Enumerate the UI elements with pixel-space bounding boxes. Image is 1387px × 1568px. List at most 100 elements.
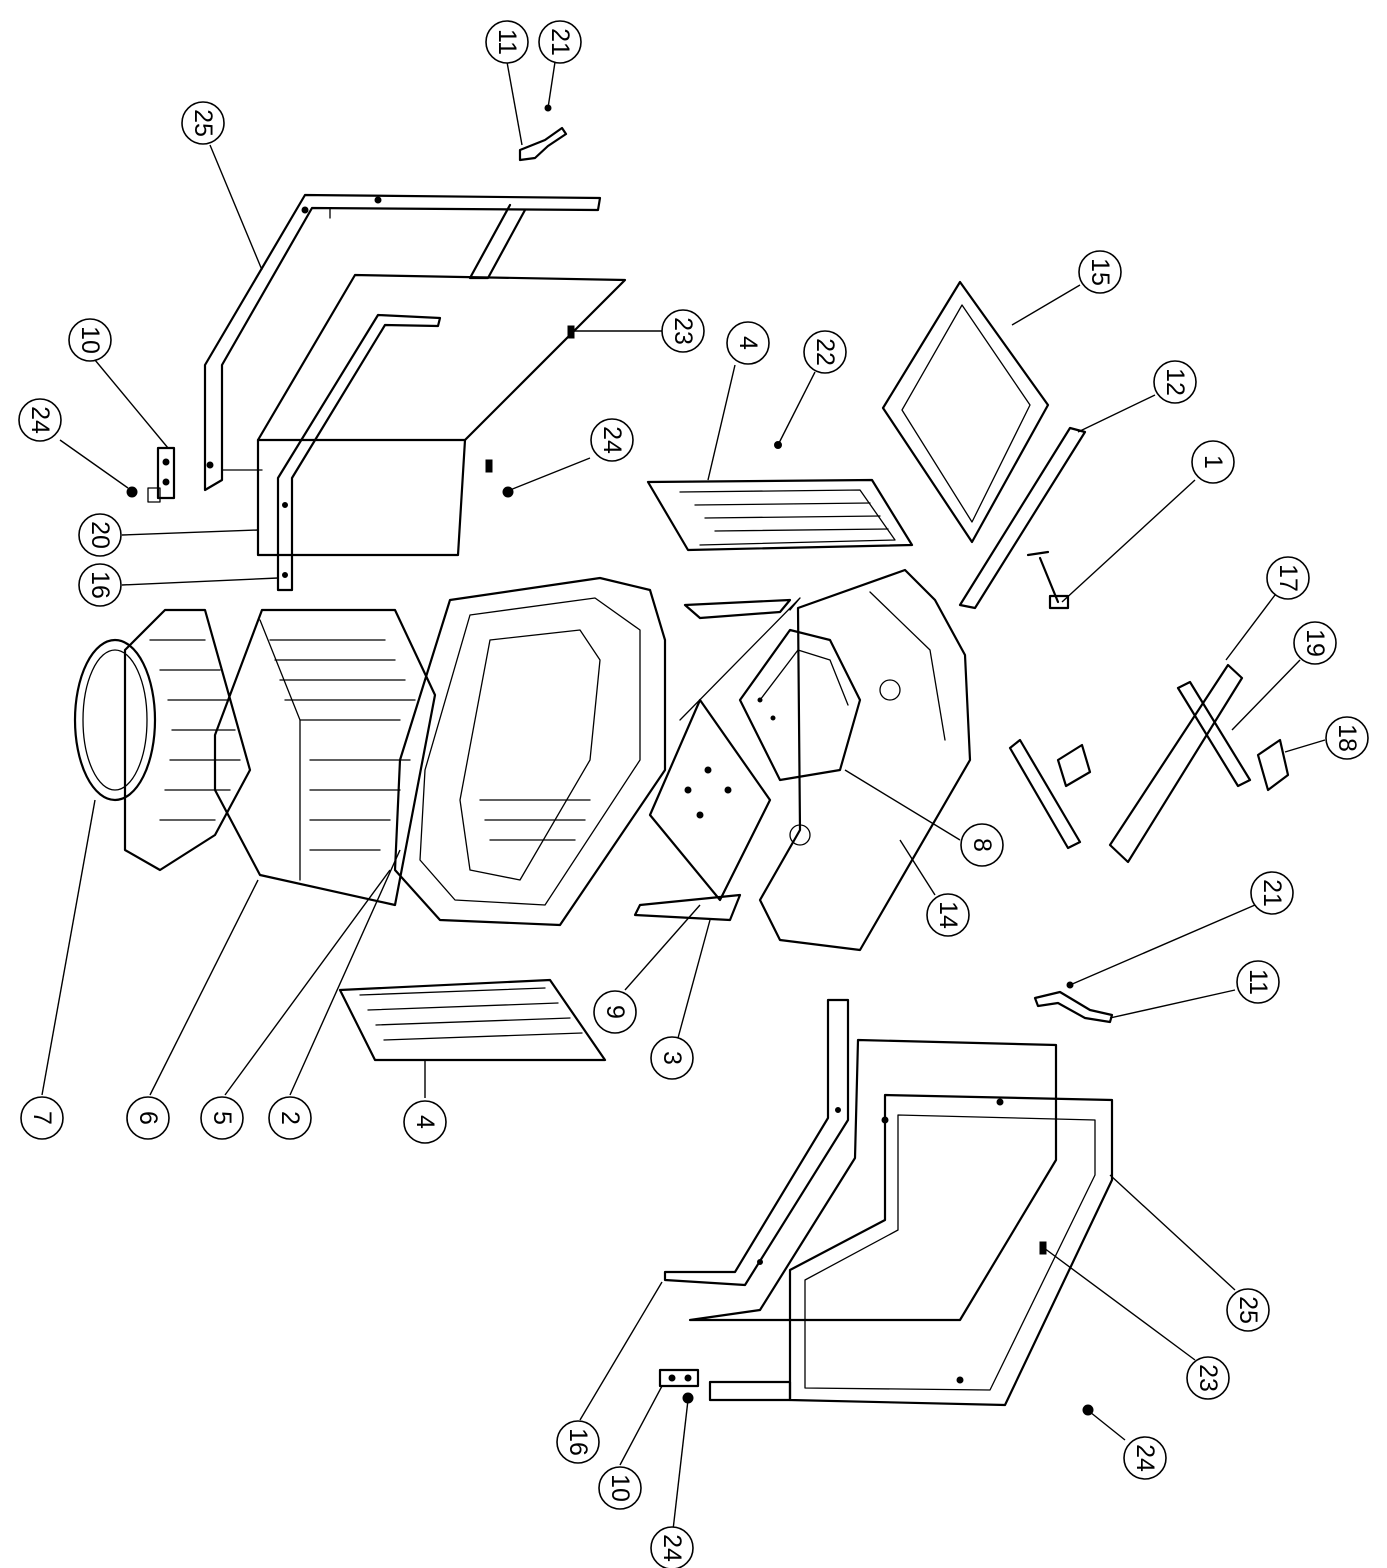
callout-circle <box>926 893 970 937</box>
callout-c19: 19 <box>1293 621 1337 665</box>
callout-circle <box>726 321 770 365</box>
callout-c23-top: 23 <box>661 309 705 353</box>
callout-c12: 12 <box>1153 360 1197 404</box>
callout-c21-top: 21 <box>538 20 582 64</box>
part-11-hook-top <box>518 104 568 162</box>
part-3-baffle-plate <box>648 597 801 902</box>
callout-circle <box>556 1420 600 1464</box>
callout-label: 19 <box>1301 629 1329 657</box>
callout-label: 7 <box>28 1111 56 1125</box>
callout-label: 6 <box>134 1111 162 1125</box>
part-4-top-grate <box>646 478 914 552</box>
callout-label: 14 <box>934 901 962 929</box>
callout-label: 5 <box>208 1111 236 1125</box>
part-11-hook-right <box>1033 981 1114 1024</box>
callout-c21-right: 21 <box>1250 871 1294 915</box>
part-18-clip <box>1256 738 1290 792</box>
callout-label: 16 <box>564 1428 592 1456</box>
callout-c16-left: 16 <box>78 563 122 607</box>
callout-label: 24 <box>1131 1444 1159 1472</box>
callout-c4-top: 4 <box>726 321 770 365</box>
callout-c25-top: 25 <box>181 101 225 145</box>
part-25-bottom-frame <box>788 1093 1114 1407</box>
part-10-hinge-left <box>147 446 176 503</box>
callout-c24-left: 24 <box>18 398 62 442</box>
callout-c1: 1 <box>1191 440 1235 484</box>
callout-label: 24 <box>658 1534 686 1562</box>
callout-circle <box>1325 716 1369 760</box>
callout-label: 11 <box>1244 969 1272 995</box>
callout-c6: 6 <box>126 1096 170 1140</box>
callout-circle <box>403 1100 447 1144</box>
callout-circle <box>650 1036 694 1080</box>
callout-label: 20 <box>86 521 114 549</box>
callout-c4-bottom: 4 <box>403 1100 447 1144</box>
callout-circle <box>126 1096 170 1140</box>
part-14-firebox <box>758 568 972 952</box>
callout-label: 15 <box>1086 258 1114 286</box>
callout-circle <box>1186 1356 1230 1400</box>
callout-circle <box>1191 440 1235 484</box>
part-19-bracket <box>1176 680 1252 788</box>
callout-c22: 22 <box>803 330 847 374</box>
callout-circle <box>1293 621 1337 665</box>
callout-label: 23 <box>1194 1364 1222 1392</box>
callout-label: 17 <box>1274 564 1302 592</box>
callout-circle <box>1226 1288 1270 1332</box>
callout-c3: 3 <box>650 1036 694 1080</box>
callout-label: 24 <box>598 426 626 454</box>
callout-c20: 20 <box>78 513 122 557</box>
part-17-rail <box>1108 663 1244 864</box>
callout-c24-mid: 24 <box>590 418 634 462</box>
callout-label: 18 <box>1333 724 1361 752</box>
part-16-top-bracket <box>276 313 442 592</box>
callout-label: 22 <box>811 338 839 366</box>
callout-c25-bottom: 25 <box>1226 1288 1270 1332</box>
part-16-bottom-bracket <box>663 998 850 1402</box>
leader-lines <box>41 61 1326 1531</box>
callout-circle <box>661 309 705 353</box>
part-7-collar <box>73 608 252 872</box>
callout-label: 12 <box>1161 368 1189 396</box>
callout-c2: 2 <box>268 1096 312 1140</box>
part-9-bar <box>633 893 742 922</box>
callout-circle <box>538 20 582 64</box>
callout-label: 23 <box>669 317 697 345</box>
callout-circle <box>590 418 634 462</box>
callout-circle <box>20 1096 64 1140</box>
callout-circle <box>181 101 225 145</box>
callout-label: 11 <box>493 29 521 55</box>
callout-circle <box>485 20 529 64</box>
callout-c15: 15 <box>1078 250 1122 294</box>
callout-c24-bottom-left: 24 <box>650 1526 694 1568</box>
callout-circle <box>1153 360 1197 404</box>
part-4-bottom-grate <box>338 978 607 1062</box>
callout-circle <box>650 1526 694 1568</box>
callout-label: 25 <box>1234 1296 1262 1324</box>
part-2-main-body <box>393 576 667 927</box>
callout-c5: 5 <box>200 1096 244 1140</box>
callout-c7: 7 <box>20 1096 64 1140</box>
callout-c11-top: 11 <box>485 20 529 64</box>
callout-circle <box>200 1096 244 1140</box>
callout-label: 2 <box>276 1111 304 1125</box>
part-6-ribbed-box <box>213 608 437 907</box>
callout-circle <box>1250 871 1294 915</box>
part-1-handle <box>1026 550 1070 610</box>
part-23-pins <box>485 325 1047 1255</box>
callout-circle <box>68 318 112 362</box>
callout-circle <box>78 513 122 557</box>
callout-c9: 9 <box>593 990 637 1034</box>
callout-circle <box>1123 1436 1167 1480</box>
callout-c10-left: 10 <box>68 318 112 362</box>
callout-label: 4 <box>411 1115 439 1129</box>
callout-c17: 17 <box>1266 556 1310 600</box>
callout-label: 24 <box>26 406 54 434</box>
callout-circle <box>78 563 122 607</box>
part-25-top-frame <box>203 193 602 492</box>
part-8-inner-box <box>738 628 862 782</box>
callout-label: 21 <box>1258 879 1286 907</box>
callout-label: 21 <box>546 28 574 56</box>
callout-circle <box>593 990 637 1034</box>
